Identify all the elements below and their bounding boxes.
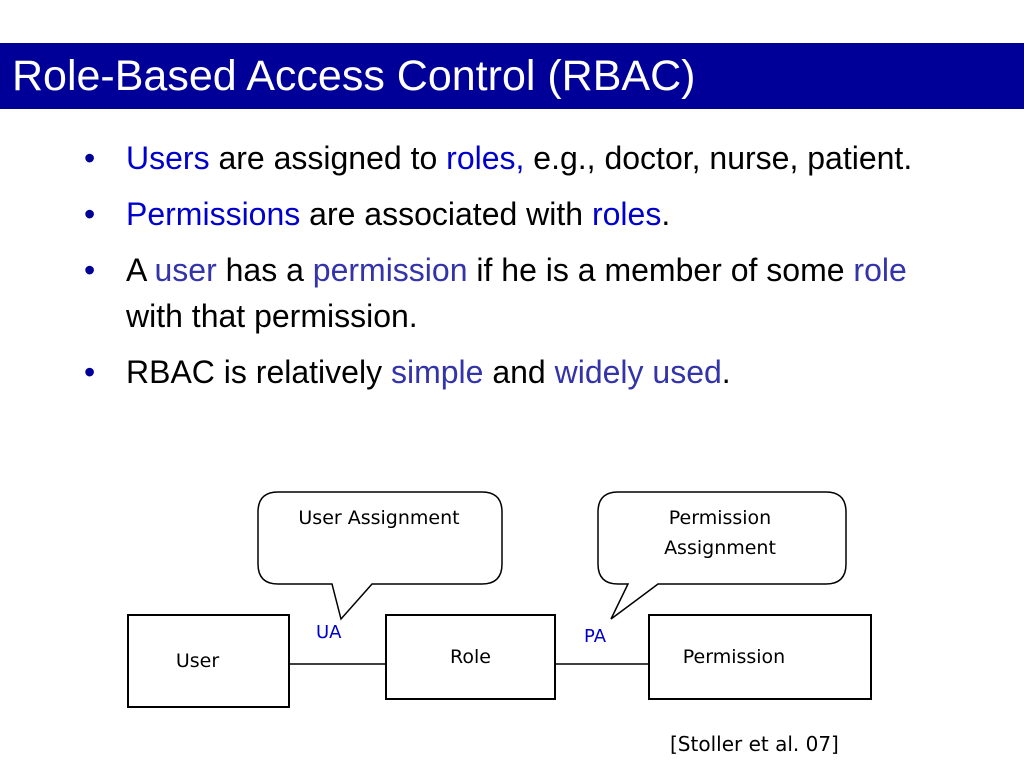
- pa-callout-line1: Permission: [668, 507, 772, 529]
- slide-title: Role-Based Access Control (RBAC): [12, 52, 696, 100]
- bullet-item: • A user has a permission if he is a memb…: [84, 247, 964, 339]
- bullet-text-part: widely used: [554, 354, 722, 390]
- bullet-item: • Users are assigned to roles, e.g., doct…: [84, 135, 964, 181]
- pa-callout-text: Permission Assignment: [600, 503, 840, 563]
- bullet-text-part: simple: [390, 354, 484, 390]
- role-box-label: Role: [450, 646, 491, 668]
- ua-callout-bubble: [257, 491, 503, 621]
- bullet-text-part: Permissions: [126, 196, 301, 232]
- bullet-text-part: with that permission.: [126, 298, 418, 334]
- citation: [Stoller et al. 07]: [670, 732, 839, 756]
- bullet-text-part: .: [661, 196, 671, 232]
- bullet-text-part: .: [721, 354, 731, 390]
- bullet-text-part: are associated with: [300, 196, 592, 232]
- permission-box: Permission: [648, 614, 872, 700]
- bullet-text-part: Users: [126, 140, 210, 176]
- bullet-text-part: role: [853, 252, 907, 288]
- bullet-text-part: if he is a member of some: [467, 252, 854, 288]
- pa-callout-bubble: [597, 491, 847, 620]
- bullet-text-part: are assigned to: [209, 140, 447, 176]
- bullet-item: • RBAC is relatively simple and widely us…: [84, 349, 964, 395]
- pa-callout-line2: Assignment: [664, 537, 776, 559]
- bullet-dot: •: [84, 354, 96, 390]
- bullet-dot: •: [84, 252, 96, 288]
- bullet-text-part: and: [483, 354, 555, 390]
- ua-callout-text: User Assignment: [298, 507, 460, 529]
- bullet-dot: •: [84, 140, 96, 176]
- pa-label: PA: [584, 626, 607, 647]
- bullet-dot: •: [84, 196, 96, 232]
- title-bar: Role-Based Access Control (RBAC): [0, 43, 1024, 109]
- bullet-text-part: e.g., doctor, nurse, patient.: [524, 140, 913, 176]
- permission-box-label: Permission: [682, 646, 786, 668]
- bullet-text-part: user: [154, 252, 217, 288]
- ua-label: UA: [316, 622, 342, 643]
- bullet-text-part: roles,: [446, 140, 525, 176]
- bullet-text-part: RBAC is relatively: [126, 354, 391, 390]
- role-box: Role: [385, 614, 556, 700]
- bullet-text-part: permission: [312, 252, 468, 288]
- bullet-item: • Permissions are associated with roles.: [84, 191, 964, 237]
- bullet-text-part: A: [126, 252, 155, 288]
- user-box-label: User: [175, 650, 220, 672]
- bullet-text-part: has a: [216, 252, 313, 288]
- bullet-text-part: roles: [591, 196, 662, 232]
- bullet-list: • Users are assigned to roles, e.g., doct…: [84, 135, 964, 405]
- user-box: User: [127, 614, 290, 708]
